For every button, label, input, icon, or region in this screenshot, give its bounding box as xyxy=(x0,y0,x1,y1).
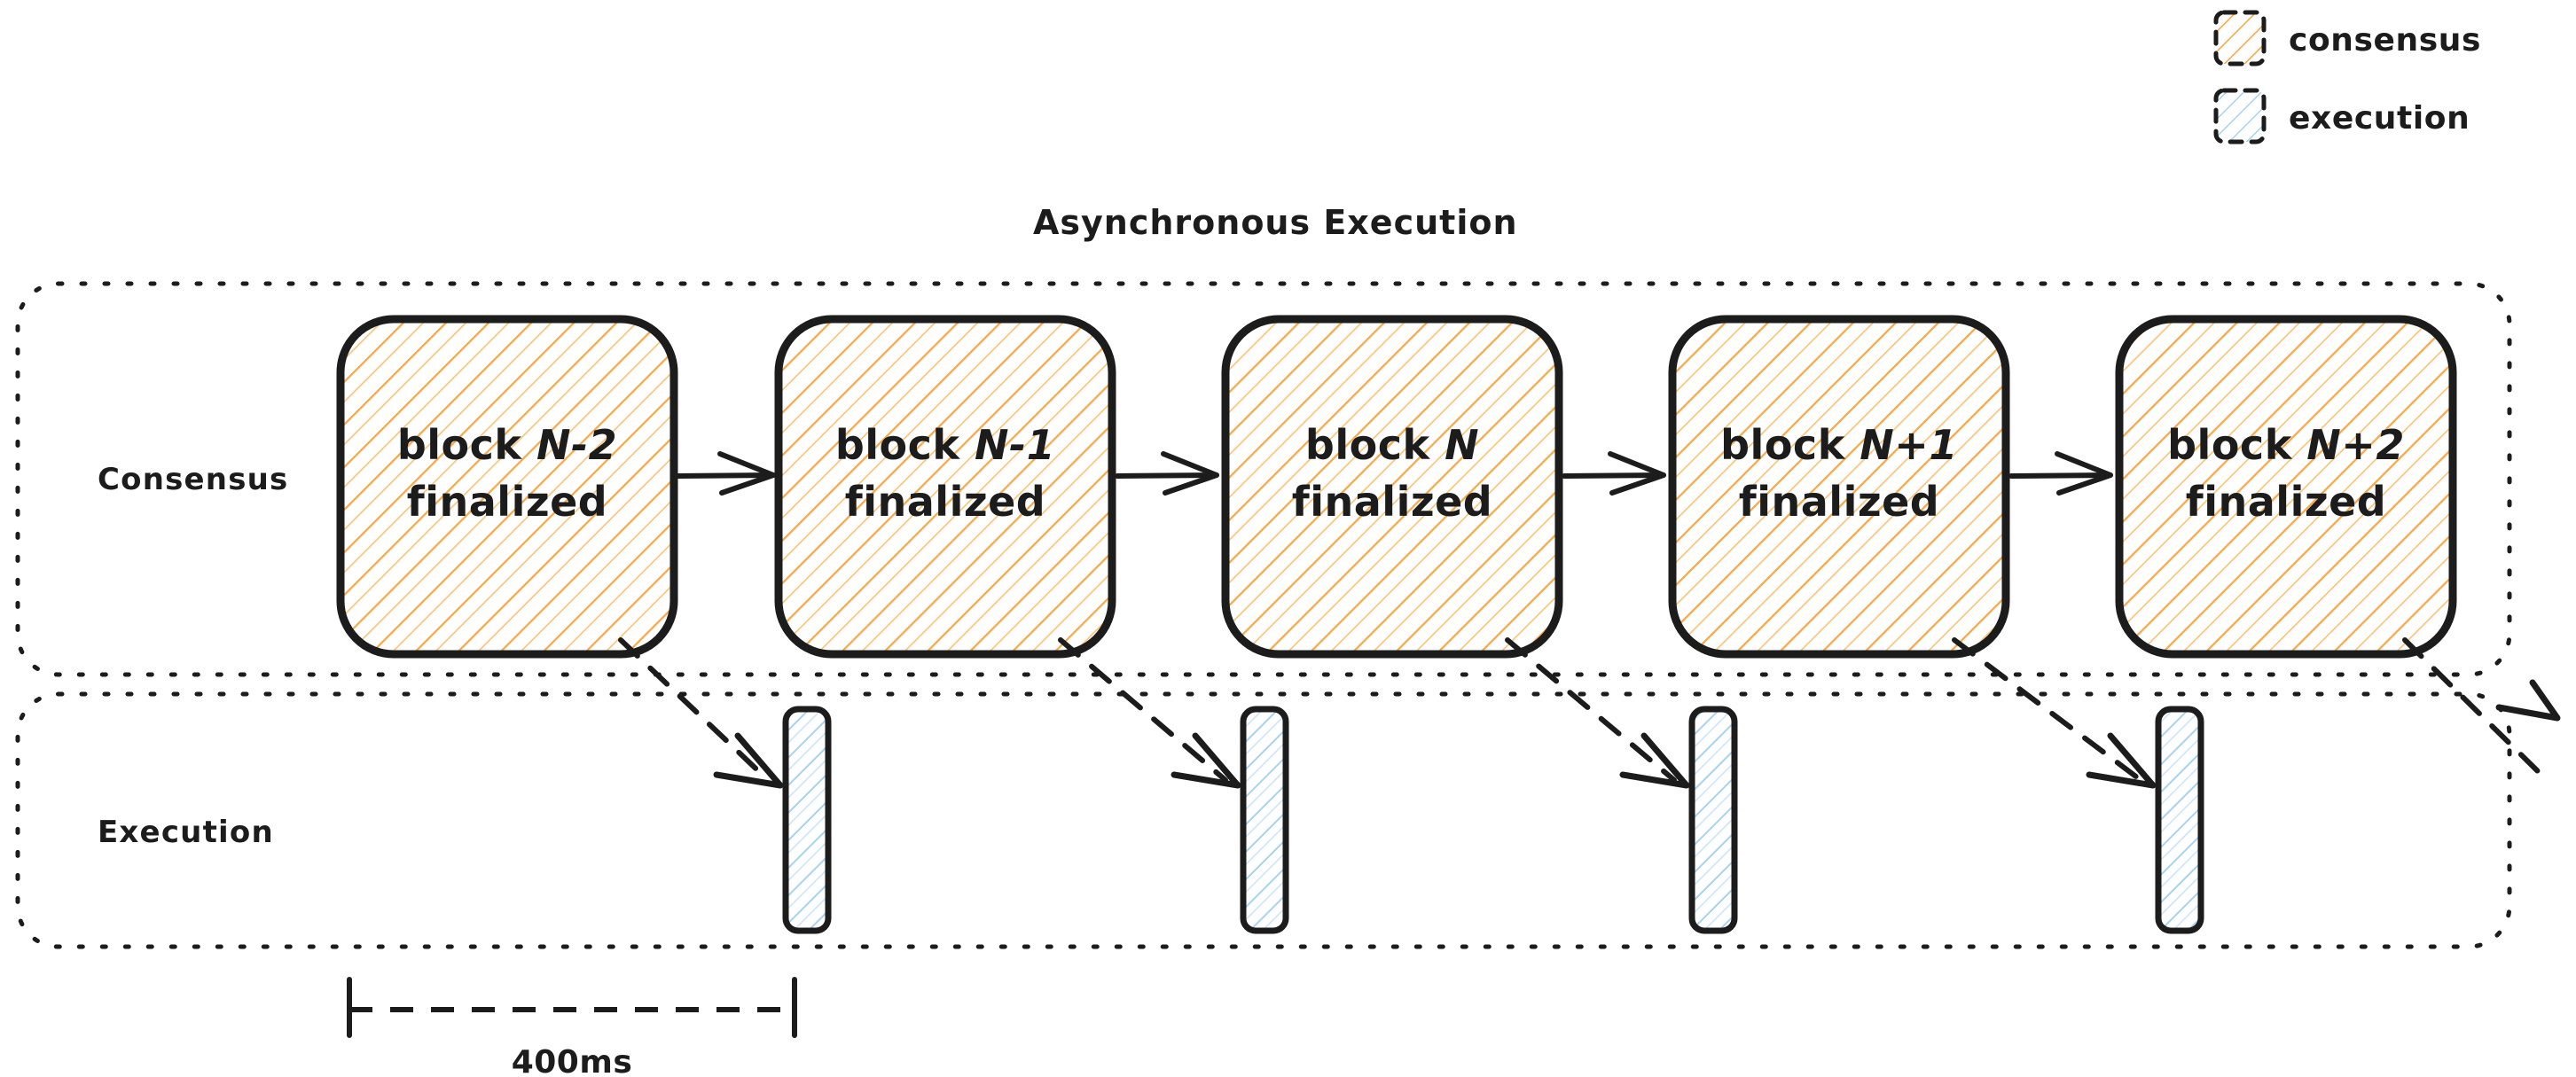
consensus-lane-label: Consensus xyxy=(98,462,289,497)
consensus-block[interactable]: block N finalized xyxy=(1221,315,1563,659)
consensus-block-title: block N+2 xyxy=(2167,421,2405,469)
consensus-block-title: block N-1 xyxy=(835,421,1055,469)
async-dispatch-arrow xyxy=(1952,637,2157,789)
consensus-block-title: block N+1 xyxy=(1720,421,1958,469)
consensus-swatch-icon xyxy=(2213,10,2267,66)
consensus-block[interactable]: block N-2 finalized xyxy=(336,315,678,659)
consensus-block[interactable]: block N+1 finalized xyxy=(1668,315,2010,659)
execution-bar[interactable] xyxy=(2155,706,2204,934)
consensus-block-status: finalized xyxy=(407,478,608,526)
execution-lane-label: Execution xyxy=(98,815,274,850)
block-flow-arrow xyxy=(1562,451,1666,496)
execution-bar[interactable] xyxy=(782,706,832,934)
consensus-block[interactable]: block N+2 finalized xyxy=(2115,315,2457,659)
async-dispatch-arrow-trailing xyxy=(2402,637,2561,783)
consensus-lane-container xyxy=(15,281,2512,677)
legend-label-consensus: consensus xyxy=(2289,22,2481,59)
execution-bar-shape xyxy=(782,706,832,934)
execution-bar-shape xyxy=(2155,706,2204,934)
consensus-block-status: finalized xyxy=(845,478,1046,526)
execution-bar-shape xyxy=(1240,706,1289,934)
async-dispatch-arrow xyxy=(1505,637,1690,789)
legend-item-execution: execution xyxy=(2213,88,2470,144)
legend-item-consensus: consensus xyxy=(2213,10,2481,66)
legend-label-execution: execution xyxy=(2289,100,2470,137)
diagram-title: Asynchronous Execution xyxy=(1033,203,1518,242)
consensus-block-status: finalized xyxy=(1739,478,1940,526)
async-dispatch-arrow xyxy=(1058,637,1241,789)
consensus-block-title: block N xyxy=(1305,421,1479,469)
block-flow-arrow xyxy=(1115,451,1219,496)
consensus-block-status: finalized xyxy=(1292,478,1493,526)
block-flow-arrow xyxy=(675,451,776,496)
consensus-block[interactable]: block N-1 finalized xyxy=(774,315,1116,659)
duration-measure: 400ms xyxy=(347,977,797,1077)
legend: consensus execution xyxy=(2213,10,2481,144)
async-dispatch-arrow xyxy=(618,637,784,789)
block-flow-arrow xyxy=(2008,451,2113,496)
consensus-block-shape xyxy=(1668,315,2010,659)
measure-label: 400ms xyxy=(512,1044,633,1077)
consensus-block-shape xyxy=(1221,315,1563,659)
consensus-block-shape xyxy=(336,315,678,659)
execution-bar[interactable] xyxy=(1688,706,1738,934)
consensus-block-title: block N-2 xyxy=(397,421,617,469)
execution-bar[interactable] xyxy=(1240,706,1289,934)
execution-swatch-icon xyxy=(2213,88,2267,144)
consensus-block-shape xyxy=(774,315,1116,659)
execution-bar-shape xyxy=(1688,706,1738,934)
execution-lane-container xyxy=(15,691,2512,949)
consensus-block-shape xyxy=(2115,315,2457,659)
consensus-block-status: finalized xyxy=(2186,478,2387,526)
